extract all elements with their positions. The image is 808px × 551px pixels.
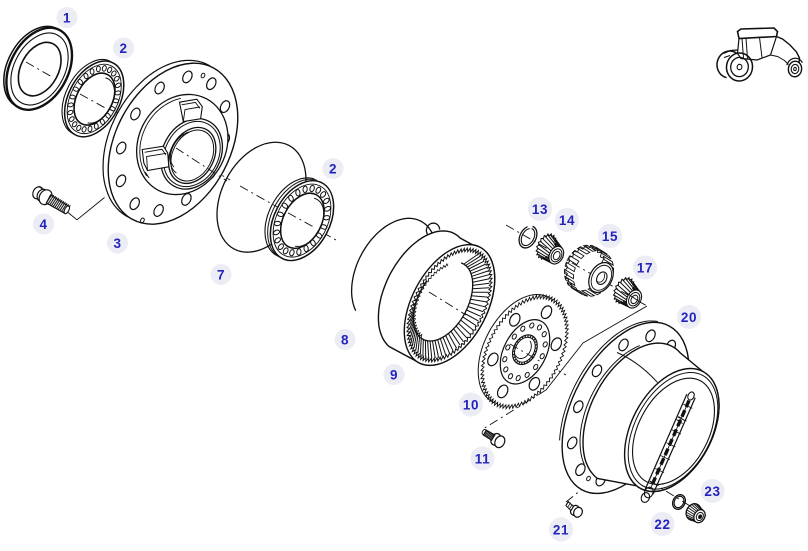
svg-text:11: 11	[475, 451, 490, 466]
svg-text:17: 17	[637, 260, 653, 275]
svg-text:8: 8	[341, 332, 349, 347]
svg-text:22: 22	[654, 517, 670, 532]
svg-text:20: 20	[681, 310, 697, 325]
svg-text:9: 9	[390, 367, 398, 382]
svg-text:4: 4	[39, 217, 47, 232]
svg-text:2: 2	[119, 41, 127, 56]
svg-text:1: 1	[63, 10, 71, 25]
svg-text:2: 2	[329, 161, 337, 176]
svg-text:23: 23	[704, 484, 720, 499]
svg-text:14: 14	[559, 213, 575, 228]
svg-text:13: 13	[532, 202, 548, 217]
svg-text:21: 21	[553, 522, 569, 537]
svg-text:15: 15	[602, 229, 618, 244]
svg-text:10: 10	[463, 397, 479, 412]
svg-text:7: 7	[217, 267, 225, 282]
svg-text:3: 3	[113, 236, 121, 251]
